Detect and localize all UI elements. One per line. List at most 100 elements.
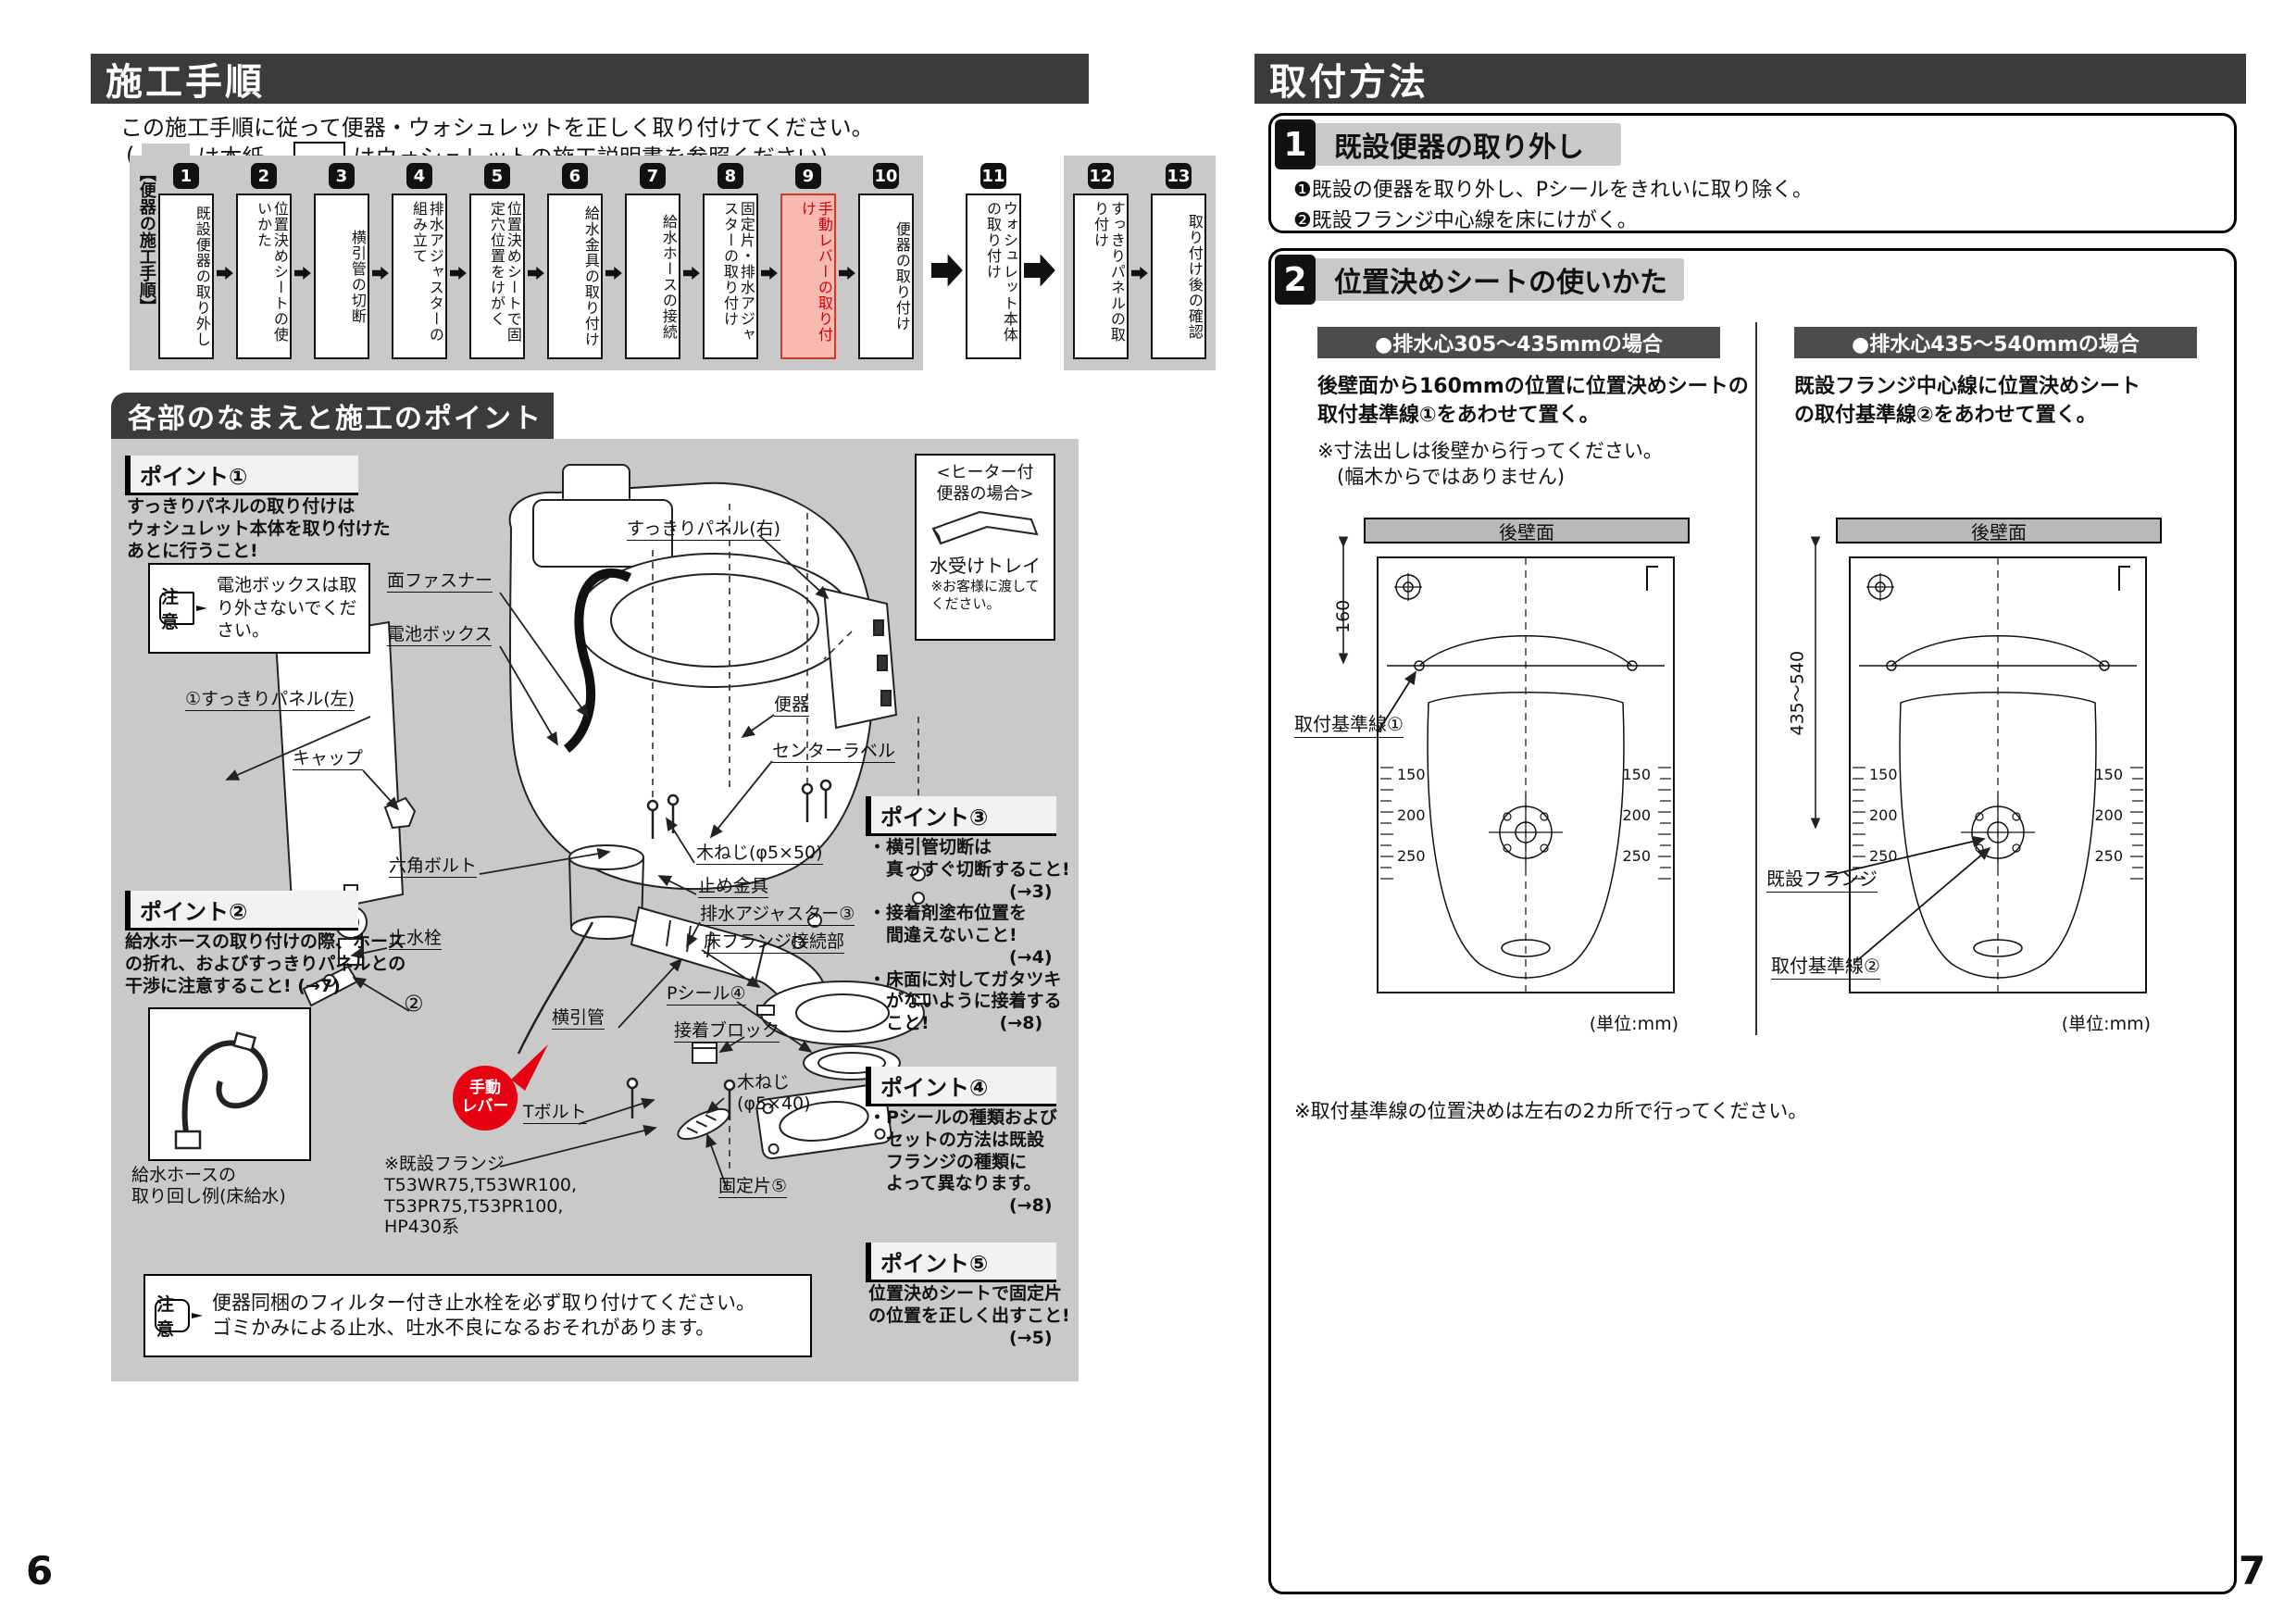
right-page-title: 取付方法: [1254, 54, 2246, 104]
label-fastener: 面ファスナー: [387, 570, 493, 593]
flow-step-5: 5 位置決めシートで固定穴位置をけがく: [468, 163, 525, 359]
step-label: 横引管の切断: [313, 194, 369, 359]
left-page-title: 施工手順: [91, 54, 1089, 104]
arrow-icon: [760, 266, 778, 281]
drip-tray-icon: [931, 510, 1039, 545]
section2-note: ※取付基準線の位置決めは左右の2カ所で行ってください。: [1294, 1100, 1808, 1122]
right-dimension-435-540: 435〜540: [1787, 650, 1808, 736]
step-number: 5: [483, 163, 510, 189]
arrow-icon: [216, 266, 233, 281]
caution-battery-text: 電池ボックスは取り外さないでください。: [217, 574, 357, 642]
big-arrow-icon: [1023, 254, 1055, 287]
left-dimension-160: 160: [1333, 599, 1354, 633]
scale-150: 150: [1869, 766, 1898, 783]
arrow-icon: [605, 266, 622, 281]
step-number: 7: [639, 163, 666, 189]
point1-header: ポイント①: [125, 456, 358, 495]
step-label: 給水金具の取り付け: [546, 194, 603, 359]
hose-example-box: [148, 1007, 311, 1161]
label-manual-lever: 手動 レバー: [453, 1066, 518, 1131]
positioning-sheet-diagram-right: [1810, 536, 2147, 993]
step-label: 便器の取り付け: [857, 194, 914, 359]
scale-200: 200: [2094, 806, 2123, 824]
point4-text: ・Pシールの種類および セットの方法は既設 フランジの種類に よって異なります。…: [868, 1107, 1057, 1216]
step-number: 3: [328, 163, 355, 189]
flow-step-6: 6 給水金具の取り付け: [546, 163, 603, 359]
point2-header: ポイント②: [125, 891, 358, 931]
exploded-toilet-diagram: [225, 464, 930, 1192]
label-existing-flange-note: ※既設フランジ T53WR75,T53WR100, T53PR75,T53PR1…: [384, 1154, 578, 1238]
section1-number: 1: [1275, 119, 1316, 169]
step-label: すっきりパネルの取り付け: [1072, 194, 1129, 359]
section2-title: 位置決めシートの使いかた: [1277, 258, 1684, 301]
arrow-icon: [682, 266, 700, 281]
scale-250: 250: [1869, 847, 1898, 865]
label-hex-bolt: 六角ボルト: [389, 856, 478, 878]
flow-step-13: 13 取り付け後の確認: [1150, 163, 1206, 359]
caution-hex-1: 注意: [159, 587, 194, 632]
caution-hex-2: 注意: [155, 1294, 190, 1340]
step-label: 取り付け後の確認: [1150, 194, 1206, 359]
page-number-left: 6: [26, 1548, 54, 1593]
step-number: 9: [794, 163, 821, 189]
arrow-icon: [838, 266, 855, 281]
label-wood-screw-40: 木ねじ (φ5×40): [737, 1072, 811, 1114]
label-cap: キャップ: [293, 748, 364, 770]
right-page-title-text: 取付方法: [1269, 61, 1429, 104]
section2-number: 2: [1275, 255, 1316, 305]
caution-bolt-icon: 注意: [159, 587, 207, 632]
point2-text: 給水ホースの取り付けの際、ホース の折れ、およびすっきりパネルとの 干渉に注意す…: [125, 931, 406, 996]
section1-title: 既設便器の取り外し: [1277, 123, 1621, 166]
step-number: 13: [1165, 163, 1192, 189]
point4-header: ポイント④: [866, 1067, 1056, 1106]
label-side-pipe: 横引管: [552, 1007, 605, 1030]
arrow-icon: [527, 266, 544, 281]
scale-250: 250: [1397, 847, 1426, 865]
scale-150: 150: [1622, 766, 1651, 783]
caution-battery-box: 注意 電池ボックスは取り外さないでください。: [148, 563, 370, 654]
label-wood-screw-50: 木ねじ(φ5×50): [696, 843, 823, 865]
big-arrow-icon: [930, 254, 963, 287]
label-drain-adjuster: 排水アジャスター③: [700, 904, 855, 926]
label-floor-flange: 床フランジ接続部: [704, 931, 845, 954]
right-flange-label: 既設フランジ: [1766, 864, 1878, 893]
step-label: ウォシュレット本体の取り付け: [965, 194, 1021, 359]
right-column-header: ●排水心435〜540mmの場合: [1794, 327, 2197, 358]
step-label: 位置決めシートで固定穴位置をけがく: [468, 194, 525, 359]
step-label: 位置決めシートの使いかた: [235, 194, 292, 359]
step-number: 6: [561, 163, 588, 189]
page-number-right: 7: [2239, 1548, 2266, 1593]
section1-box: 既設便器の取り外し 1 ❶既設の便器を取り外し、Pシールをきれいに取り除く。 ❷…: [1268, 113, 2237, 233]
left-column-body: 後壁面から160mmの位置に位置決めシートの 取付基準線①をあわせて置く。: [1317, 375, 1749, 427]
step-number: 1: [172, 163, 199, 189]
scale-200: 200: [1869, 806, 1898, 824]
arrow-icon: [1130, 266, 1148, 281]
left-wall-bar: 後壁面: [1364, 518, 1690, 543]
step-label: 給水ホースの接続: [624, 194, 680, 359]
label-p-seal: Pシール④: [667, 983, 746, 1006]
flow-step-7: 7 給水ホースの接続: [624, 163, 680, 359]
parts-section-title-text: 各部のなまえと施工のポイント: [128, 403, 543, 435]
scale-250: 250: [1622, 847, 1651, 865]
legend-open: (: [126, 143, 134, 169]
bolt-thread-icon: [192, 1313, 203, 1318]
right-column-body: 既設フランジ中心線に位置決めシート の取付基準線②をあわせて置く。: [1794, 375, 2141, 427]
flow-step-3: 3 横引管の切断: [313, 163, 369, 359]
point3-header: ポイント③: [866, 796, 1056, 836]
hose-illustration: [174, 1031, 268, 1150]
intro-text: この施工手順に従って便器・ウォシュレットを正しく取り付けてください。: [120, 115, 874, 141]
label-toilet: 便器: [774, 694, 810, 717]
point5-text: 位置決めシートで固定片 の位置を正しく出すこと! (→5): [868, 1283, 1070, 1348]
caution-filter-valve-box: 注意 便器同梱のフィルター付き止水栓を必ず取り付けてください。 ゴミかみによる止…: [144, 1274, 812, 1357]
label-circle2: ②: [404, 991, 424, 1017]
left-column-header: ●排水心305〜435mmの場合: [1317, 327, 1720, 358]
